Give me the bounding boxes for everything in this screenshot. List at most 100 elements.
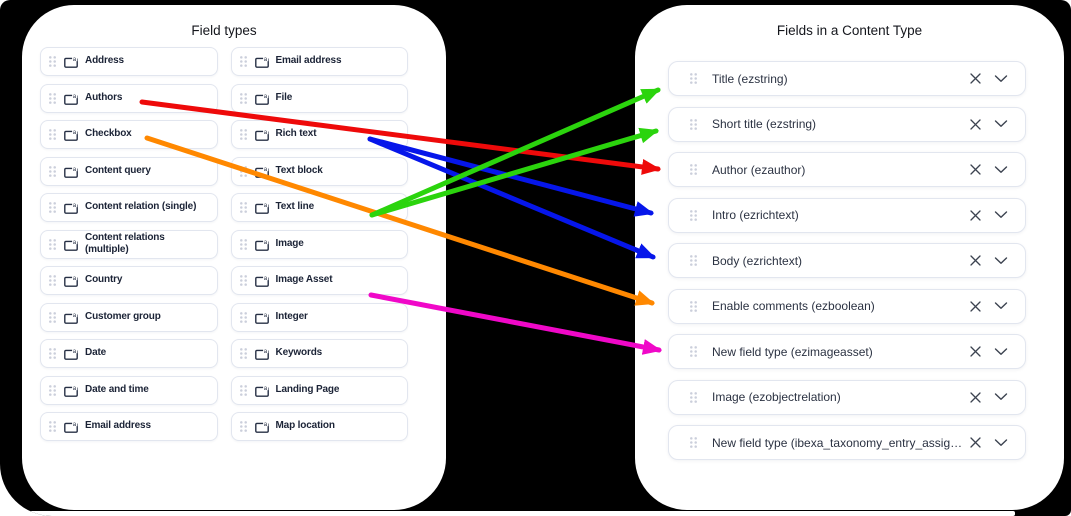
drag-handle-icon[interactable] [48, 311, 57, 324]
field-type-item[interactable]: a Content relations (multiple) [40, 229, 218, 259]
drag-handle-icon[interactable] [48, 274, 57, 287]
field-type-item[interactable]: a Rich text [230, 120, 408, 149]
drag-handle-icon[interactable] [689, 72, 698, 85]
drag-handle-icon[interactable] [239, 384, 248, 397]
field-type-icon: a [64, 348, 78, 361]
field-type-item[interactable]: a Keywords [230, 339, 408, 368]
field-type-item[interactable]: a Customer group [40, 302, 218, 332]
field-type-item[interactable]: a Map location [230, 412, 408, 441]
chevron-down-icon [994, 393, 1008, 400]
field-type-label: Rich text [275, 128, 317, 140]
collapse-field-button[interactable] [990, 341, 1012, 363]
drag-handle-icon[interactable] [689, 391, 698, 404]
drag-handle-icon[interactable] [239, 274, 248, 287]
drag-handle-icon[interactable] [48, 128, 57, 141]
field-type-item[interactable]: a Address [40, 47, 218, 76]
drag-handle-icon[interactable] [239, 311, 248, 324]
drag-handle-icon[interactable] [48, 165, 57, 178]
remove-field-button[interactable] [964, 68, 986, 90]
drag-handle-icon[interactable] [48, 238, 57, 251]
field-type-item[interactable]: a Authors [40, 83, 218, 113]
field-type-item[interactable]: a Email address [230, 47, 408, 76]
svg-text:a: a [263, 422, 267, 428]
field-type-item[interactable]: a Date [40, 339, 218, 368]
remove-field-button[interactable] [964, 250, 986, 272]
field-type-item[interactable]: a File [230, 83, 408, 113]
remove-field-button[interactable] [964, 113, 986, 135]
drag-handle-icon[interactable] [48, 384, 57, 397]
remove-field-button[interactable] [964, 432, 986, 454]
drag-handle-icon[interactable] [239, 420, 248, 433]
field-type-item[interactable]: a Checkbox [40, 120, 218, 149]
right-panel-title: Fields in a Content Type [776, 23, 923, 38]
field-type-item[interactable]: a Image Asset [230, 266, 408, 295]
collapse-field-button[interactable] [990, 386, 1012, 408]
field-type-item[interactable]: a Content relation (single) [40, 193, 218, 222]
content-type-field-row[interactable]: Body (ezrichtext) [668, 243, 1026, 278]
field-type-label: Email address [85, 420, 151, 432]
remove-field-button[interactable] [964, 295, 986, 317]
content-type-field-row[interactable]: New field type (ibexa_taxonomy_entry_ass… [668, 425, 1026, 460]
drag-handle-icon[interactable] [239, 238, 248, 251]
content-type-field-row[interactable]: Intro (ezrichtext) [668, 197, 1026, 233]
drag-handle-icon[interactable] [239, 347, 248, 360]
collapse-field-button[interactable] [990, 68, 1012, 90]
drag-handle-icon[interactable] [689, 436, 698, 449]
collapse-field-button[interactable] [990, 250, 1012, 272]
remove-field-button[interactable] [964, 159, 986, 181]
remove-field-button[interactable] [964, 204, 986, 226]
drag-handle-icon[interactable] [689, 209, 698, 222]
drag-handle-icon[interactable] [239, 165, 248, 178]
svg-text:a: a [263, 93, 267, 99]
drag-handle-icon[interactable] [48, 420, 57, 433]
drag-handle-icon[interactable] [48, 347, 57, 360]
collapse-field-button[interactable] [990, 432, 1012, 454]
field-type-item[interactable]: a Email address [40, 412, 218, 441]
close-icon [969, 300, 981, 312]
drag-handle-icon[interactable] [689, 345, 698, 358]
field-type-item[interactable]: a Country [40, 266, 218, 295]
drag-handle-icon[interactable] [689, 163, 698, 176]
drag-handle-icon[interactable] [239, 55, 248, 68]
field-type-label: Content relation (single) [85, 201, 197, 213]
collapse-field-button[interactable] [990, 113, 1012, 135]
content-type-field-row[interactable]: Title (ezstring) [668, 61, 1026, 96]
left-panel-title: Field types [191, 23, 257, 38]
remove-field-button[interactable] [964, 386, 986, 408]
field-type-label: Content query [85, 164, 151, 176]
field-type-icon: a [64, 129, 78, 142]
drag-handle-icon[interactable] [239, 128, 248, 141]
collapse-field-button[interactable] [990, 204, 1012, 226]
drag-handle-icon[interactable] [689, 254, 698, 267]
content-type-field-row[interactable]: Image (ezobjectrelation) [668, 379, 1026, 415]
close-icon [969, 346, 981, 357]
collapse-field-button[interactable] [990, 159, 1012, 181]
content-type-field-row[interactable]: Short title (ezstring) [668, 106, 1026, 142]
drag-handle-icon[interactable] [48, 201, 57, 214]
field-type-icon: a [254, 275, 269, 288]
drag-handle-icon[interactable] [239, 201, 248, 214]
drag-handle-icon[interactable] [239, 92, 248, 105]
drag-handle-icon[interactable] [48, 92, 57, 105]
field-type-item[interactable]: a Landing Page [230, 375, 408, 405]
chevron-down-icon [994, 74, 1008, 82]
field-type-item[interactable]: a Date and time [40, 375, 218, 405]
field-type-item[interactable]: a Content query [40, 156, 218, 186]
svg-text:a: a [73, 312, 77, 318]
content-type-field-row[interactable]: New field type (ezimageasset) [668, 334, 1026, 369]
drag-handle-icon[interactable] [689, 300, 698, 313]
collapse-field-button[interactable] [990, 295, 1012, 317]
remove-field-button[interactable] [964, 341, 986, 363]
field-type-item[interactable]: a Integer [230, 302, 408, 332]
content-type-field-row[interactable]: Enable comments (ezboolean) [668, 288, 1026, 324]
drag-handle-icon[interactable] [48, 55, 57, 68]
drag-handle-icon[interactable] [689, 118, 698, 131]
field-type-item[interactable]: a Text line [230, 193, 408, 222]
field-type-item[interactable]: a Image [230, 229, 408, 259]
content-type-field-row[interactable]: Author (ezauthor) [668, 152, 1026, 187]
field-type-label: Content relations (multiple) [85, 231, 165, 256]
field-type-item[interactable]: a Text block [230, 156, 408, 186]
bottom-edge-strip [30, 511, 1015, 516]
content-type-field-label: Title (ezstring) [712, 71, 788, 86]
svg-text:a: a [263, 349, 267, 355]
